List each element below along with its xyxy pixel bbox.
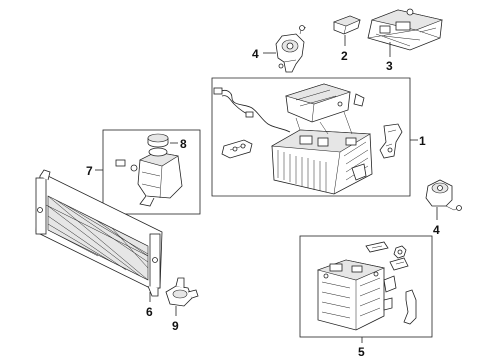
part-1-group-outline [211, 77, 411, 197]
part-5-inverter-unit[interactable] [316, 259, 397, 331]
part-1-inverter-assembly[interactable] [271, 83, 373, 195]
part-1-wire-harness[interactable] [213, 87, 291, 133]
part-7-label-tag [115, 159, 126, 167]
part-4-bracket-upper[interactable] [275, 25, 307, 73]
part-7-reservoir-tank[interactable] [115, 147, 183, 207]
callout-2: 2 [341, 49, 348, 63]
callout-5: 5 [358, 345, 365, 359]
part-5-fitting[interactable] [389, 257, 409, 271]
part-2-sensor[interactable] [333, 15, 361, 35]
part-9-water-pump[interactable] [165, 277, 199, 307]
callout-4-upper: 4 [252, 47, 259, 61]
part-5-group-outline [299, 235, 433, 338]
part-3-control-module[interactable] [367, 8, 444, 51]
callout-9: 9 [172, 319, 179, 333]
callout-1: 1 [419, 134, 426, 148]
part-1-side-bracket[interactable] [379, 123, 403, 159]
part-6-radiator[interactable] [35, 169, 163, 297]
part-5-bracket[interactable] [365, 241, 389, 253]
part-1-small-bracket[interactable] [221, 139, 253, 159]
part-7-group-outline [102, 129, 201, 215]
callout-4-lower: 4 [433, 223, 440, 237]
callout-8: 8 [180, 137, 187, 151]
part-8-reservoir-cap[interactable] [147, 133, 169, 148]
part-5-hose[interactable] [403, 289, 417, 325]
callout-6: 6 [146, 305, 153, 319]
callout-7: 7 [86, 164, 93, 178]
part-4-bracket-lower[interactable] [425, 179, 462, 211]
part-5-nut[interactable] [393, 245, 407, 259]
callout-3: 3 [386, 59, 393, 73]
